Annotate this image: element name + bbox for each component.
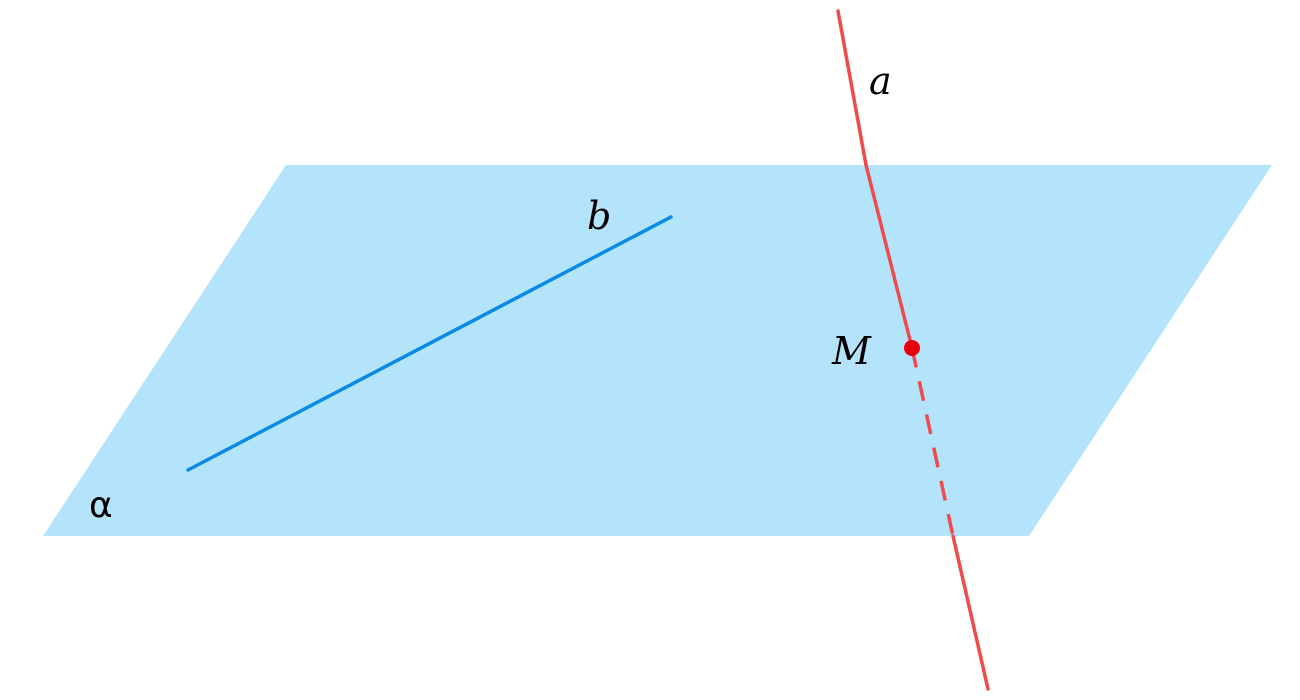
line-a-visible-segment: [864, 163, 914, 350]
plane-alpha-label: α: [89, 485, 113, 526]
line-b: [186, 215, 673, 472]
line-a-upper-segment: [836, 9, 868, 167]
line-a-lower-segment: [951, 534, 990, 691]
plane-alpha: [43, 165, 1272, 536]
line-b-label: b: [587, 194, 611, 238]
point-m: [904, 340, 920, 356]
line-a-label: a: [869, 59, 892, 103]
point-m-label: M: [831, 329, 872, 373]
